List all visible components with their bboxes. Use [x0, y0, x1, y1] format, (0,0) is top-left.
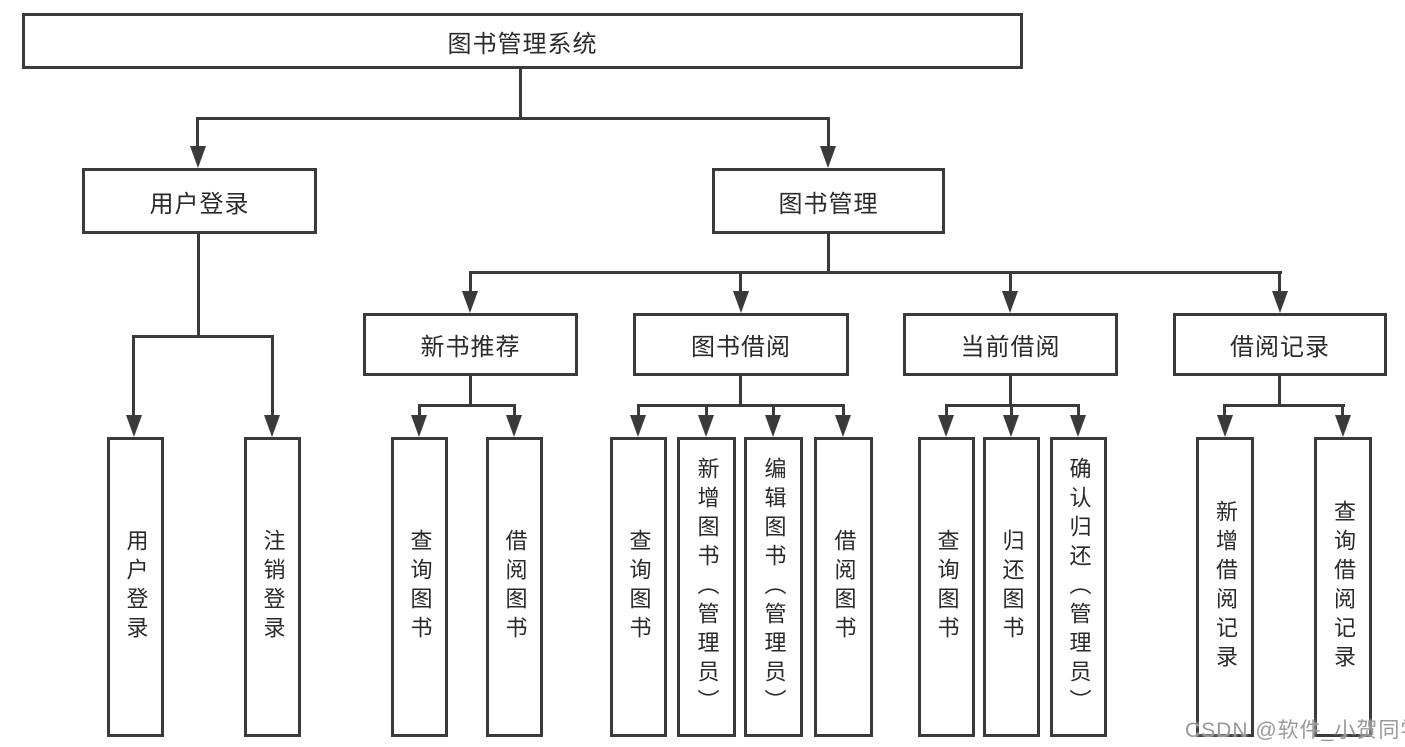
leaf-edit-book-admin: 编辑图书（管理员）: [744, 437, 803, 737]
connector-drop: [1077, 404, 1080, 415]
node-user-login: 用户登录: [82, 168, 317, 234]
arrow-down: [126, 415, 142, 437]
connector-new-rec-stem: [469, 376, 472, 407]
connector-drop: [1341, 404, 1344, 415]
connector-drop-book-mgmt: [827, 117, 830, 146]
arrow-down: [411, 415, 427, 437]
connector-drop: [418, 404, 421, 415]
leaf-query-borrow-record: 查询借阅记录: [1314, 437, 1372, 737]
arrow-down: [190, 146, 206, 168]
connector-book-mgmt-bus: [469, 271, 1282, 274]
arrow-down: [506, 415, 522, 437]
arrow-down: [1002, 291, 1018, 313]
node-borrow-records: 借阅记录: [1173, 313, 1387, 376]
arrow-down: [733, 291, 749, 313]
connector-drop-book-borrow: [739, 271, 742, 291]
leaf-borrow-borrow-books: 借阅图书: [814, 437, 873, 737]
connector-drop: [513, 404, 516, 415]
arrow-down: [1003, 415, 1019, 437]
leaf-confirm-return-admin: 确认归还（管理员）: [1050, 437, 1107, 737]
connector-drop: [772, 404, 775, 415]
arrow-down: [938, 415, 954, 437]
node-library-system: 图书管理系统: [22, 13, 1023, 69]
arrow-down: [765, 415, 781, 437]
connector-borrow-records-bus: [1223, 404, 1345, 407]
leaf-return-book: 归还图书: [983, 437, 1040, 737]
connector-user-login-stem: [197, 234, 200, 338]
leaf-current-query-books: 查询图书: [918, 437, 975, 737]
node-book-borrowing: 图书借阅: [633, 313, 849, 376]
arrow-down: [1217, 415, 1233, 437]
arrow-down: [462, 291, 478, 313]
node-book-management: 图书管理: [712, 168, 945, 234]
connector-drop-logout: [271, 335, 274, 415]
leaf-logout: 注销登录: [244, 437, 301, 737]
connector-drop: [1223, 404, 1226, 415]
leaf-add-book-admin: 新增图书（管理员）: [677, 437, 736, 737]
connector-user-login-bus: [132, 335, 274, 338]
connector-book-borrow-bus: [637, 404, 845, 407]
connector-drop-borrow-records: [1278, 271, 1281, 291]
connector-drop-current-borrow: [1009, 271, 1012, 291]
connector-drop-new-rec: [469, 271, 472, 291]
arrow-down: [630, 415, 646, 437]
connector-book-borrow-stem: [739, 376, 742, 407]
leaf-newrec-borrow-books: 借阅图书: [486, 437, 543, 737]
leaf-newrec-query-books: 查询图书: [391, 437, 448, 737]
leaf-user-login: 用户登录: [107, 437, 164, 737]
csdn-watermark: CSDN @软件_小贺同学: [1185, 719, 1405, 742]
leaf-add-borrow-record: 新增借阅记录: [1196, 437, 1254, 737]
connector-root-stem: [519, 69, 522, 120]
connector-book-mgmt-stem: [827, 234, 830, 274]
connector-drop-user-login: [196, 117, 199, 146]
arrow-down: [1070, 415, 1086, 437]
connector-drop: [945, 404, 948, 415]
connector-drop: [842, 404, 845, 415]
arrow-down: [1335, 415, 1351, 437]
node-new-book-recommend: 新书推荐: [363, 313, 578, 376]
arrow-down: [1272, 291, 1288, 313]
arrow-down: [264, 415, 280, 437]
connector-level2-bus: [196, 117, 830, 120]
connector-drop: [637, 404, 640, 415]
arrow-down: [835, 415, 851, 437]
arrow-down: [820, 146, 836, 168]
connector-drop: [705, 404, 708, 415]
connector-borrow-records-stem: [1278, 376, 1281, 407]
leaf-borrow-query-books: 查询图书: [610, 437, 667, 737]
connector-drop: [1010, 404, 1013, 415]
connector-new-rec-bus: [418, 404, 516, 407]
node-current-borrowing: 当前借阅: [903, 313, 1118, 376]
connector-current-borrow-stem: [1009, 376, 1012, 407]
arrow-down: [698, 415, 714, 437]
connector-drop-login: [132, 335, 135, 415]
